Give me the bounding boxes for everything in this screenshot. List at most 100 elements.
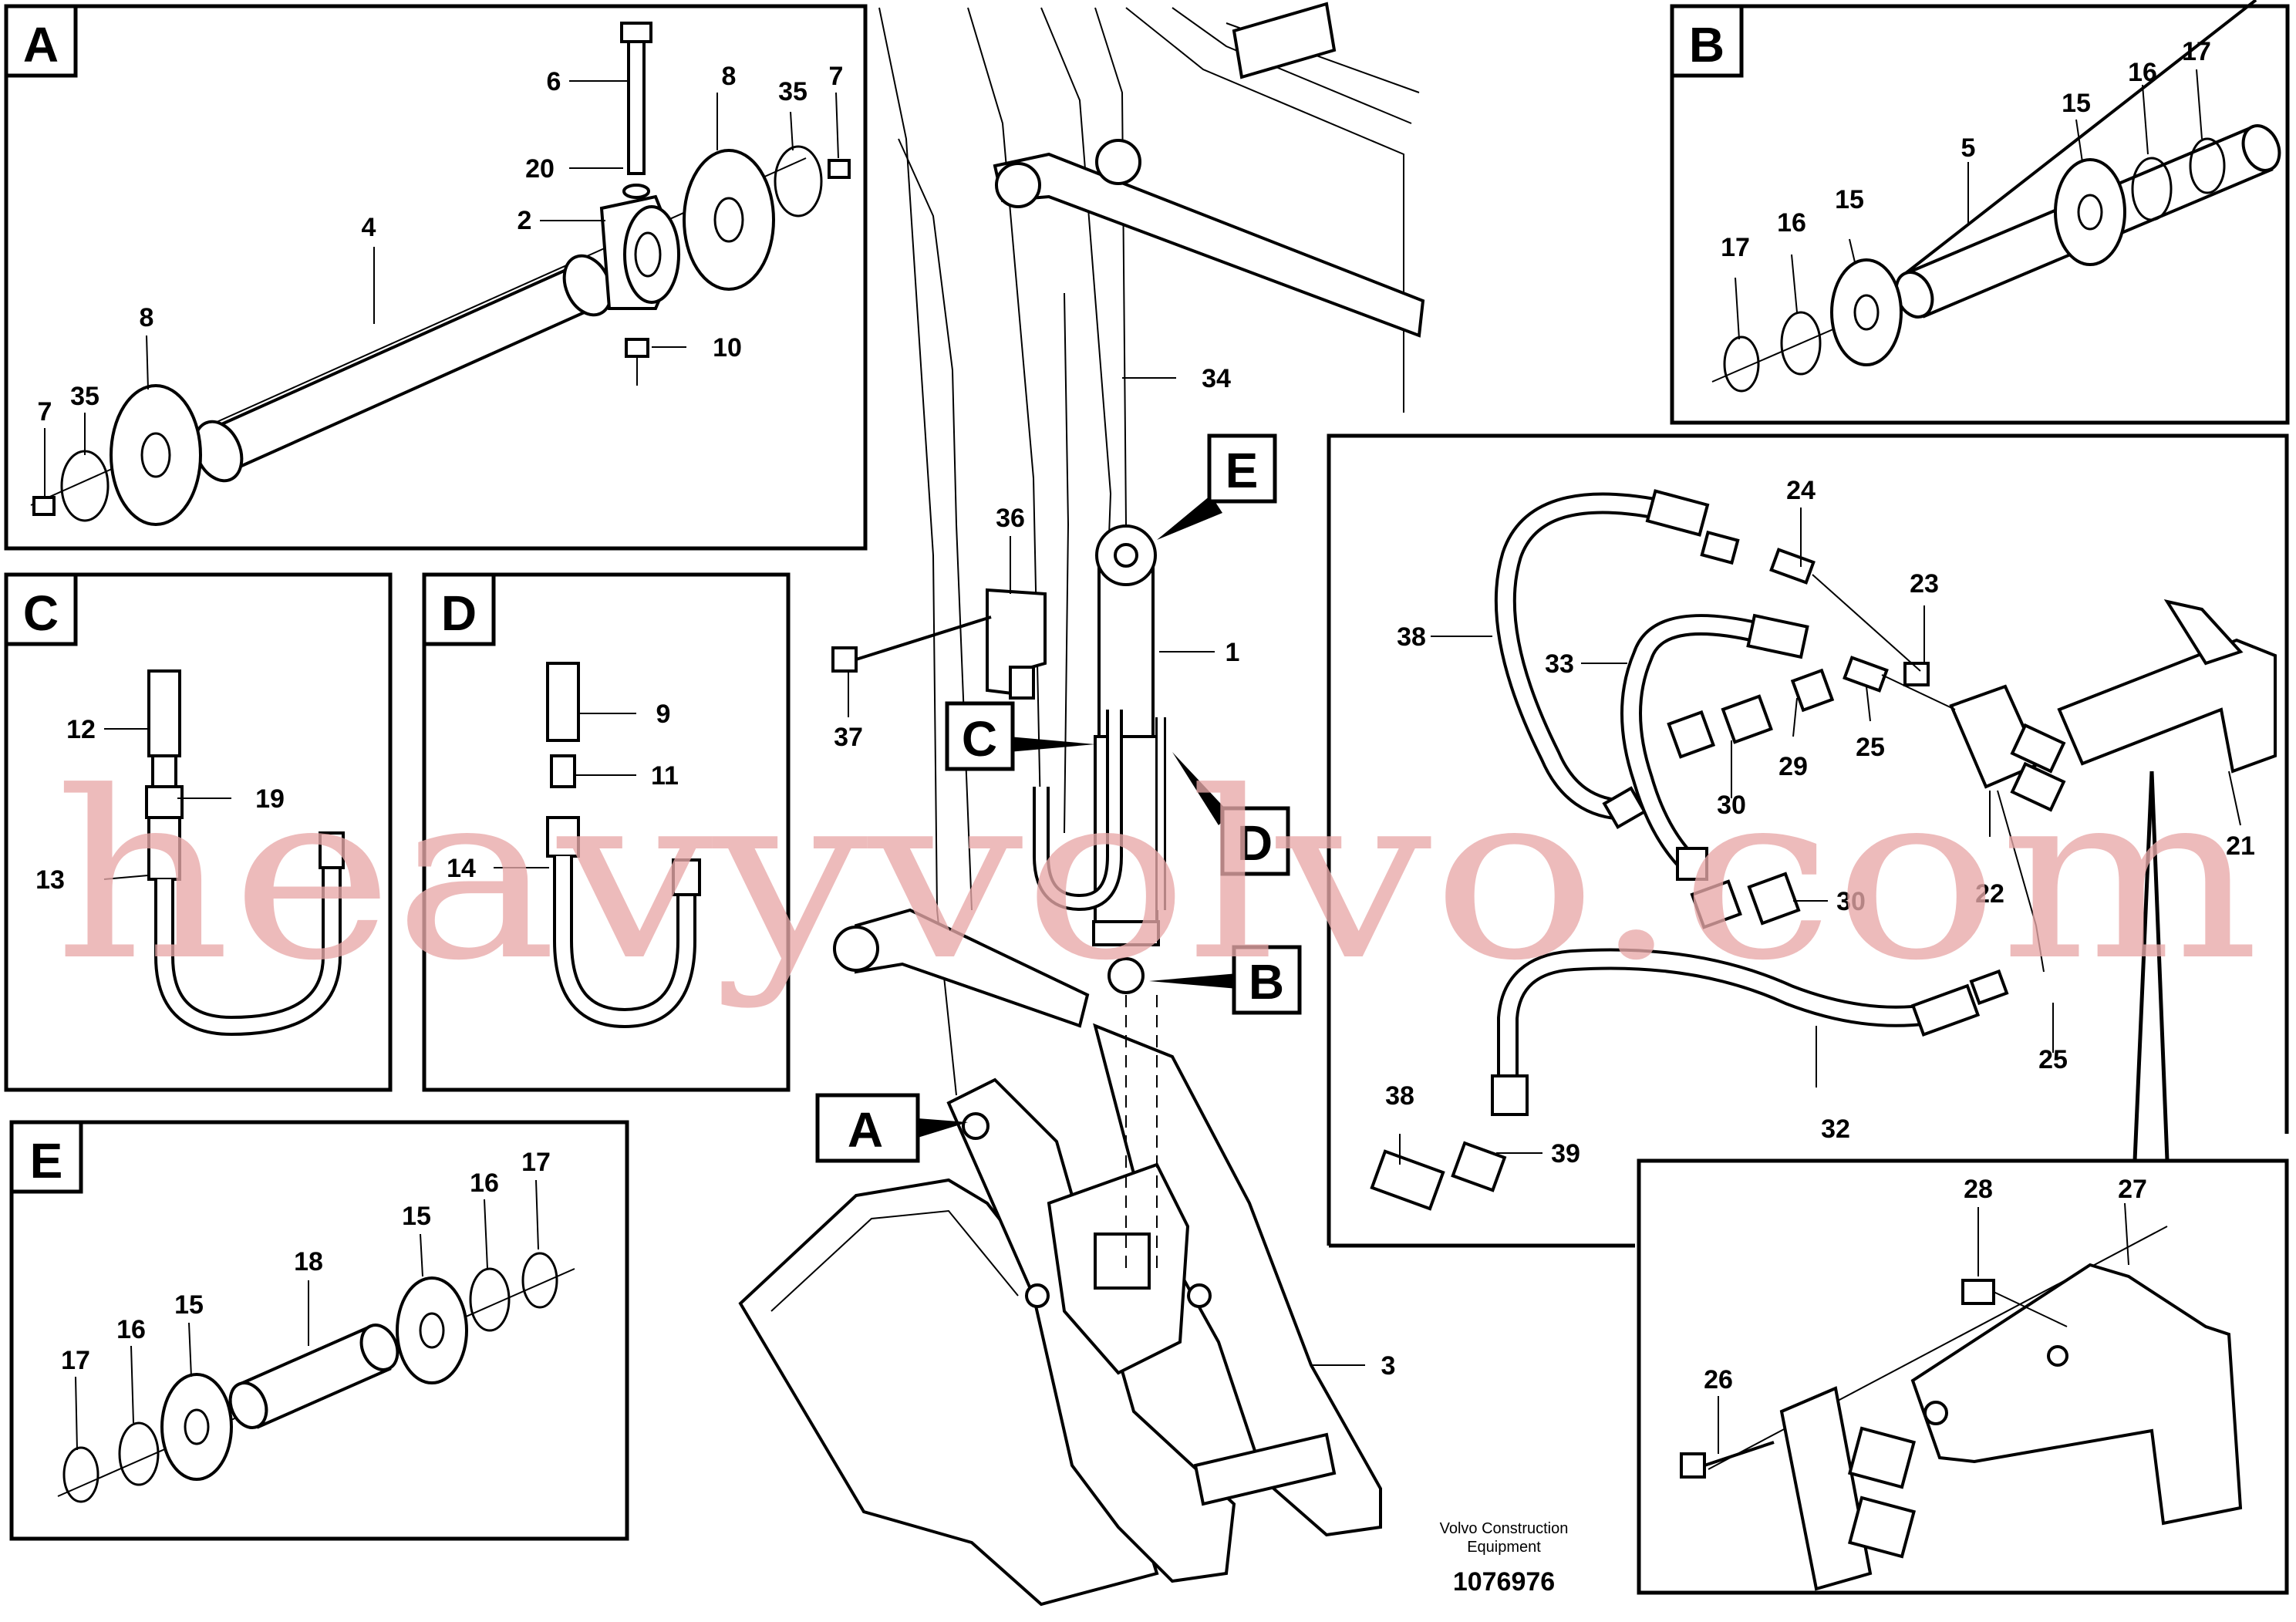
snap-ring-part-17-right-e bbox=[521, 1252, 558, 1309]
washer-part-15-left bbox=[1830, 258, 1903, 366]
callout-letter-c: C bbox=[962, 711, 997, 767]
part-label-17-right-e: 17 bbox=[521, 1148, 551, 1177]
part-label-8-right: 7 bbox=[829, 62, 844, 91]
part-label-22: 22 bbox=[1975, 879, 2004, 909]
detail-view-a: A bbox=[4, 4, 868, 551]
washer-part-15-right-e bbox=[396, 1276, 468, 1384]
snap-ring-part-17-left bbox=[1723, 336, 1760, 393]
drawing-number: 1076976 bbox=[1453, 1567, 1555, 1597]
part-label-16-left: 16 bbox=[1777, 208, 1806, 238]
callout-c: C bbox=[945, 701, 1095, 771]
ring-part-16-left bbox=[1780, 311, 1822, 376]
part-label-15-left: 15 bbox=[1835, 185, 1864, 214]
part-label-31: 32 bbox=[1821, 1114, 1850, 1144]
part-label-4: 4 bbox=[362, 213, 376, 242]
valve-block-bracket-view bbox=[1779, 1386, 1917, 1591]
part-label-30-upper: 30 bbox=[1717, 791, 1746, 820]
snap-ring-part-17-right bbox=[2189, 137, 2226, 194]
part-label-6: 6 bbox=[547, 67, 561, 96]
part-label-16-right: 16 bbox=[2128, 58, 2157, 87]
callout-letter-b: B bbox=[1249, 954, 1284, 1010]
washer-part-10-right bbox=[683, 149, 775, 291]
part-label-18: 18 bbox=[294, 1247, 323, 1276]
part-label-17-right: 17 bbox=[2182, 37, 2211, 66]
washer-part-20 bbox=[622, 184, 650, 199]
hydraulic-kit-view: 38 33 24 23 30 29 25 30 22 25 32 38 39 2… bbox=[1327, 433, 2289, 1248]
bracket-part-21-large bbox=[1910, 1263, 2243, 1526]
snap-ring-part-35-right bbox=[774, 145, 823, 218]
part-label-23: 23 bbox=[1910, 569, 1939, 599]
part-label-27: 27 bbox=[2118, 1175, 2147, 1204]
bracket-part-36 bbox=[986, 588, 1047, 700]
part-label-10-right: 8 bbox=[722, 62, 737, 91]
part-label-25-upper: 25 bbox=[1856, 733, 1885, 762]
callout-letter-e: E bbox=[1226, 443, 1259, 498]
part-label-36: 36 bbox=[996, 504, 1025, 533]
part-label-9: 9 bbox=[656, 700, 671, 729]
part-label-15-left-e: 15 bbox=[174, 1290, 204, 1320]
snap-ring-part-35-left bbox=[60, 450, 110, 522]
part-label-26: 26 bbox=[1704, 1365, 1733, 1394]
part-label-16-left-e: 16 bbox=[116, 1315, 146, 1344]
detail-letter-d: D bbox=[441, 585, 477, 641]
callout-letter-d: D bbox=[1237, 815, 1273, 871]
pin-part-4 bbox=[193, 254, 613, 483]
ring-part-16-right-e bbox=[469, 1267, 511, 1332]
valve-block-part-22 bbox=[1949, 684, 2066, 812]
part-label-8-left: 7 bbox=[38, 397, 52, 427]
main-boom-assembly bbox=[738, 2, 1425, 1607]
part-label-25-lower: 25 bbox=[2038, 1045, 2068, 1074]
part-label-28: 28 bbox=[1964, 1175, 1993, 1204]
washer-part-10-left bbox=[110, 384, 202, 526]
part-label-14: 14 bbox=[447, 854, 476, 883]
part-label-29: 29 bbox=[1778, 752, 1808, 781]
part-label-7: 10 bbox=[713, 333, 742, 363]
part-label-17-left: 17 bbox=[1721, 233, 1750, 262]
part-label-20: 20 bbox=[525, 154, 555, 184]
part-label-33: 38 bbox=[1397, 622, 1426, 652]
part-label-17-left-e: 17 bbox=[61, 1346, 90, 1375]
bracket-part-21 bbox=[2057, 599, 2277, 774]
bolt-part-26 bbox=[1680, 1441, 1775, 1479]
part-label-15-right: 15 bbox=[2062, 89, 2091, 118]
hydraulic-cylinder-part-1 bbox=[1033, 524, 1166, 994]
pin-part-18 bbox=[228, 1324, 400, 1429]
collar-part-2 bbox=[599, 194, 681, 310]
callout-a: A bbox=[815, 1093, 968, 1163]
washer-part-15-right bbox=[2054, 158, 2126, 266]
detail-letter-a: A bbox=[23, 17, 59, 73]
part-label-1: 1 bbox=[1226, 638, 1240, 667]
grease-nipple-part-8-left bbox=[32, 496, 56, 516]
detail-letter-c: C bbox=[23, 585, 59, 641]
bolt-part-37 bbox=[831, 615, 992, 673]
part-label-24: 24 bbox=[1786, 476, 1816, 505]
nut-part-7 bbox=[625, 338, 649, 386]
part-label-11: 11 bbox=[651, 761, 679, 791]
part-label-34: 34 bbox=[1202, 364, 1231, 393]
detail-view-e: E 18 15 16 17 15 16 17 bbox=[9, 1120, 629, 1541]
ring-part-16-left-e bbox=[118, 1421, 160, 1486]
part-label-35-left: 35 bbox=[70, 382, 99, 411]
bolt-part-6 bbox=[620, 22, 652, 175]
grease-nipple-part-8-right bbox=[828, 159, 851, 179]
detail-view-b: B 5 15 16 17 15 16 17 bbox=[1670, 0, 2290, 425]
part-label-12: 12 bbox=[66, 715, 96, 744]
bracket-detail-view: 28 27 26 bbox=[1637, 1158, 2289, 1595]
callout-d: D bbox=[1172, 752, 1290, 876]
callout-letter-a: A bbox=[848, 1102, 883, 1158]
part-label-21: 21 bbox=[2226, 831, 2255, 861]
part-label-39: 39 bbox=[1551, 1139, 1580, 1168]
bolt-part-28 bbox=[1961, 1279, 1995, 1305]
detail-letter-b: B bbox=[1689, 17, 1725, 73]
watermark-text: heavyvolvo.com bbox=[54, 742, 2260, 1011]
part-label-37: 37 bbox=[834, 723, 863, 752]
part-label-30-lower: 30 bbox=[1836, 887, 1866, 916]
washer-part-15-left-e bbox=[160, 1373, 233, 1481]
part-label-32: 33 bbox=[1545, 649, 1574, 679]
hose-assembly-d bbox=[546, 662, 701, 1029]
part-label-5: 5 bbox=[1961, 133, 1976, 163]
part-label-19: 19 bbox=[255, 784, 285, 814]
